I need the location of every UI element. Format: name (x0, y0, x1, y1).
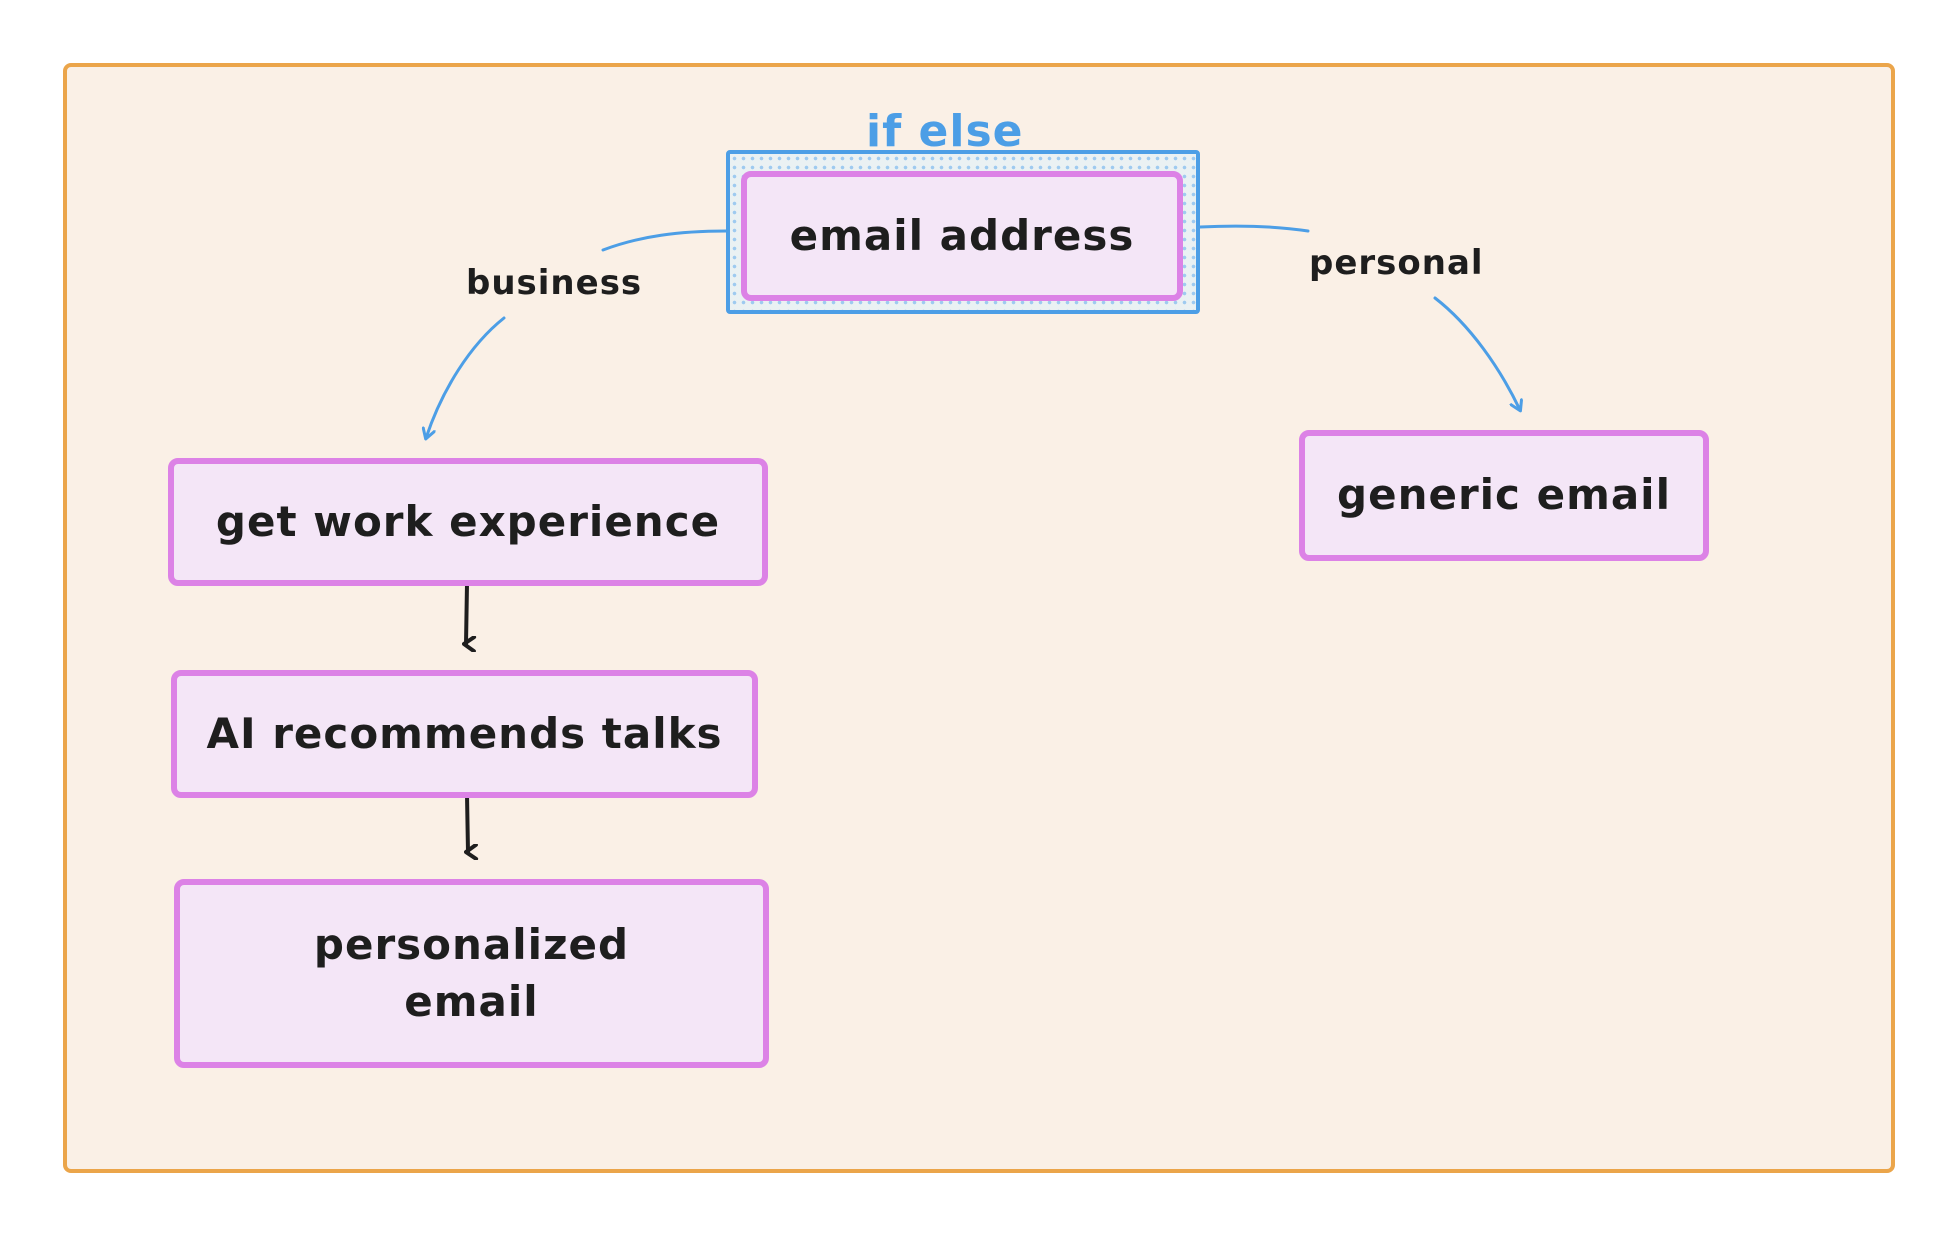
node-personalized-email[interactable]: personalized email (174, 879, 769, 1068)
node-ai-recommends-talks-label: AI recommends talks (206, 708, 723, 758)
node-personalized-email-text: personalized email (314, 917, 629, 1030)
node-personalized-email-line-1: personalized (313, 919, 630, 969)
node-generic-email[interactable]: generic email (1299, 430, 1709, 561)
business-edge-label: business (466, 263, 643, 303)
node-personalized-email-line-2: email (404, 976, 539, 1026)
node-ai-recommends-talks[interactable]: AI recommends talks (171, 670, 758, 798)
node-email-address[interactable]: email address (741, 171, 1183, 301)
node-get-work-experience-label: get work experience (215, 496, 721, 546)
node-get-work-experience[interactable]: get work experience (168, 458, 768, 586)
node-generic-email-label: generic email (1337, 470, 1671, 520)
if-else-group-label: if else (866, 106, 1024, 157)
node-email-address-label: email address (789, 210, 1135, 260)
personal-edge-label: personal (1309, 243, 1484, 283)
